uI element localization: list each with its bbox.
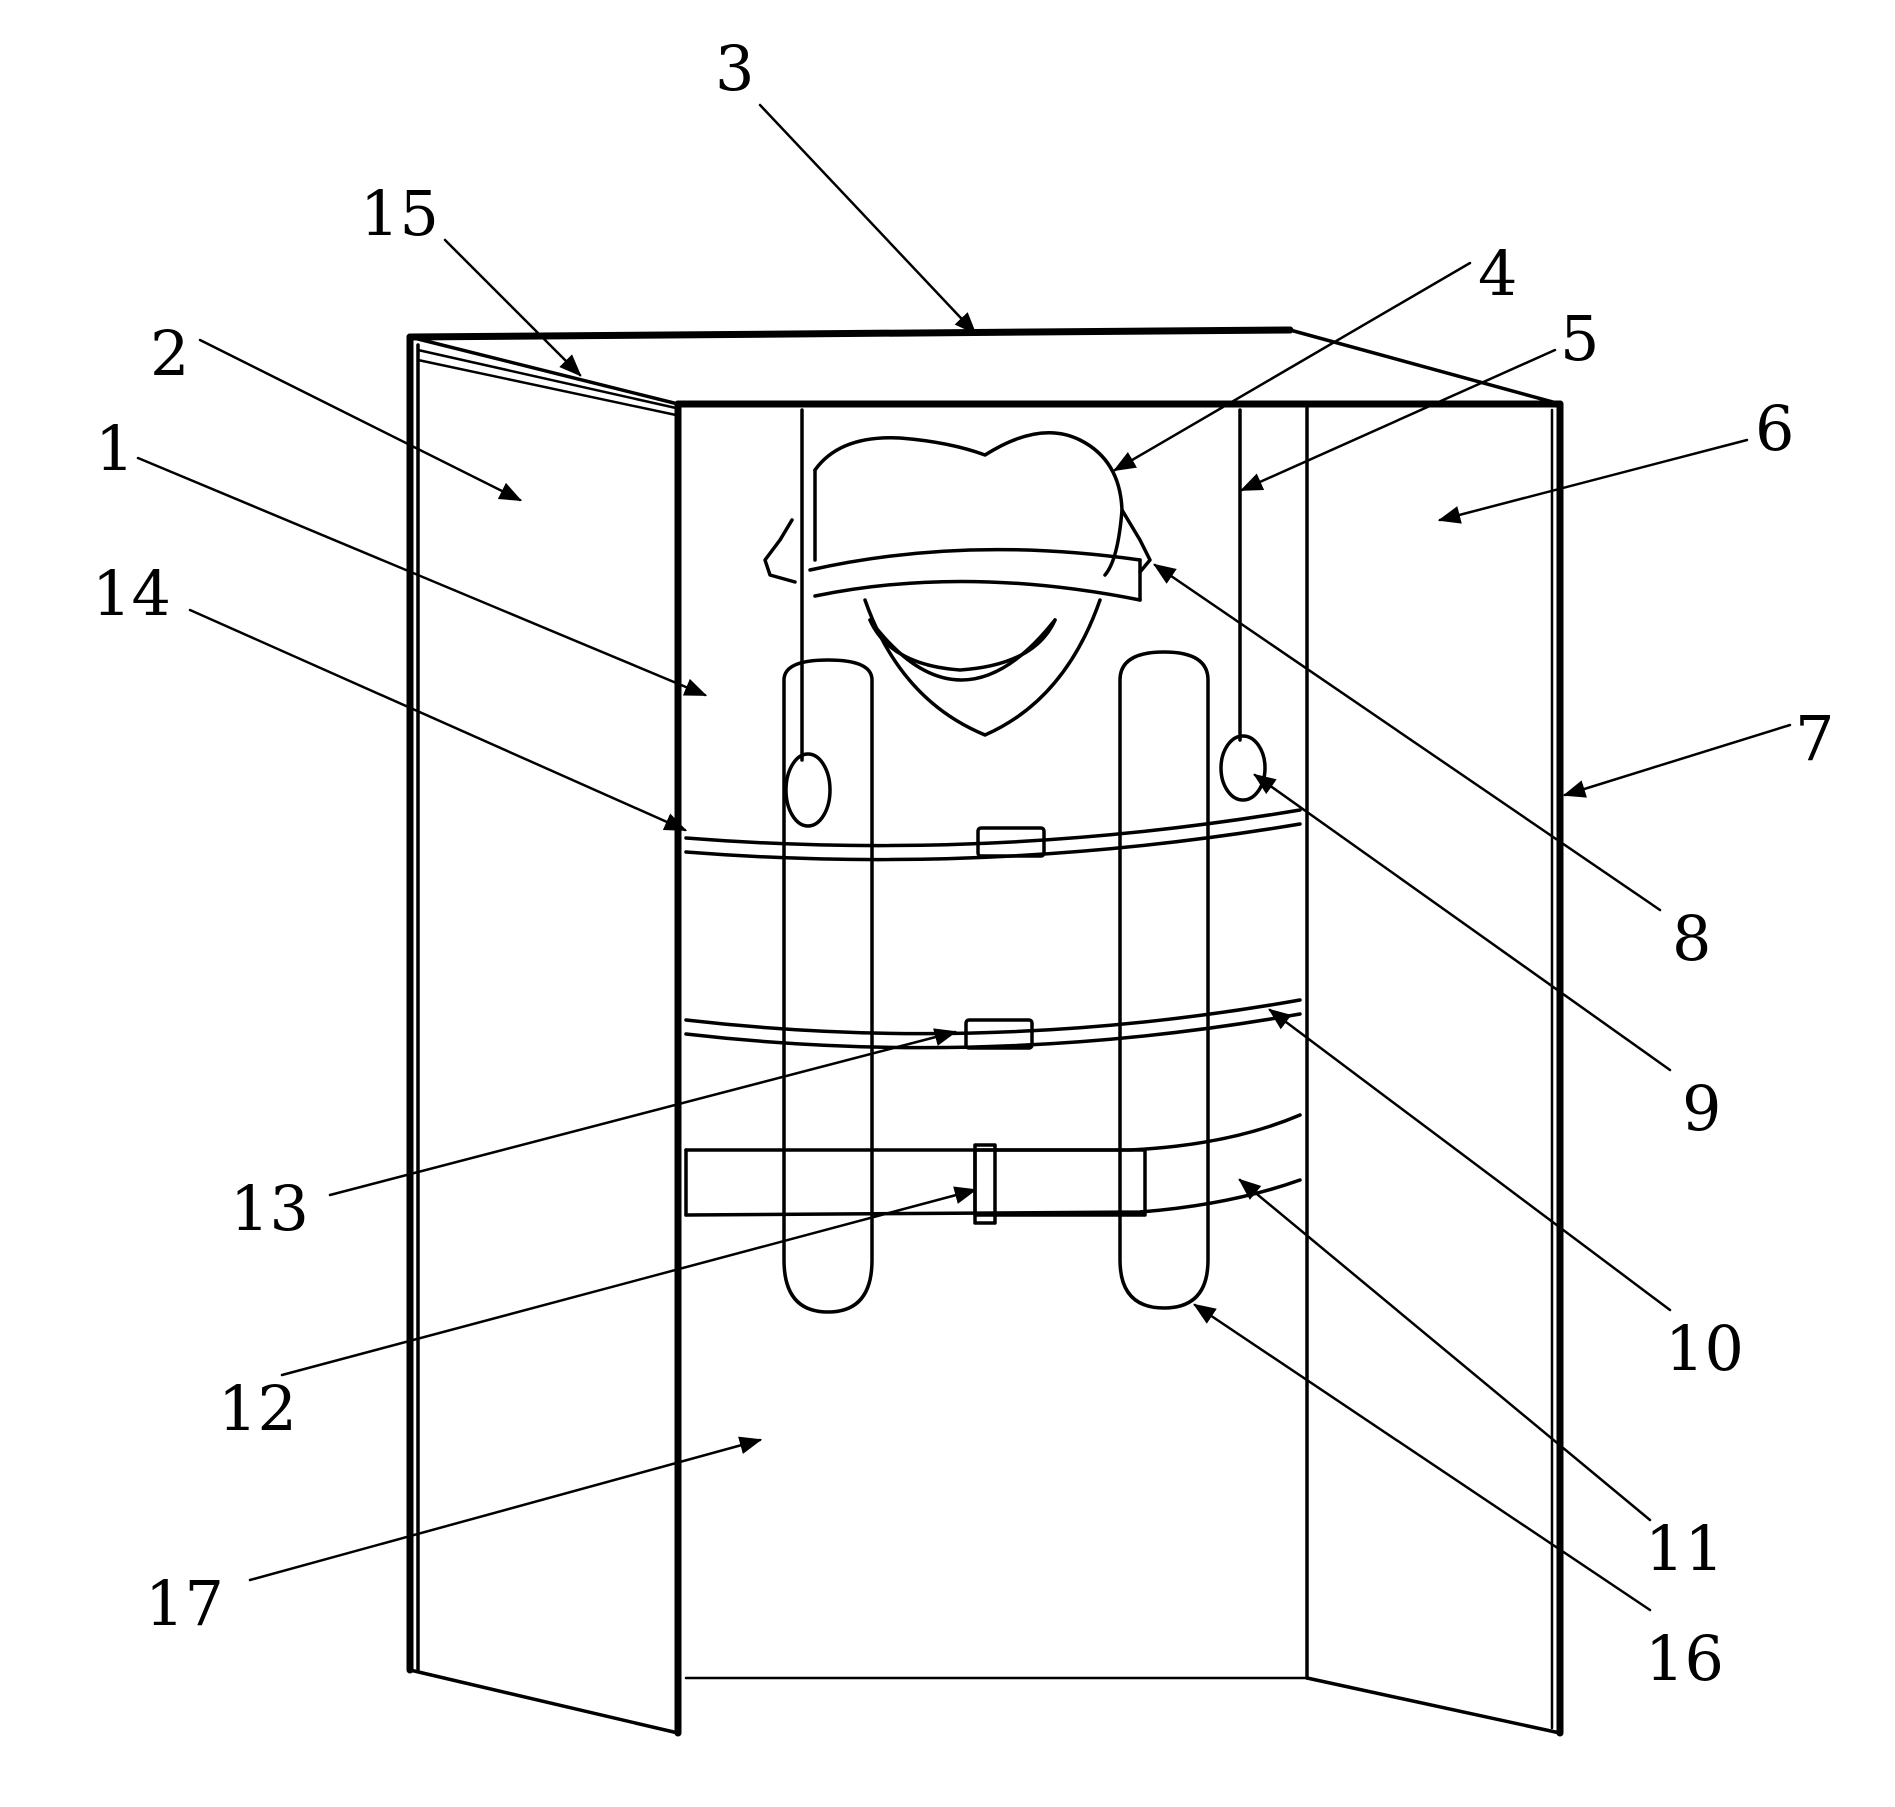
leader-11 (1238, 1178, 1652, 1522)
top-panel (406, 326, 1564, 408)
callout-9: 9 (1682, 1072, 1721, 1145)
shoulder-yoke (808, 547, 1142, 682)
torso-form (763, 430, 1152, 737)
callout-15: 15 (360, 177, 439, 250)
interior (684, 408, 1302, 1314)
leader-12 (280, 1186, 978, 1377)
right-leg-tube (1118, 650, 1210, 1310)
left-leg-tube (782, 658, 874, 1314)
callout-11: 11 (1645, 1512, 1724, 1585)
back-panel (684, 402, 1309, 1680)
callout-6: 6 (1755, 392, 1794, 465)
leader-7 (1562, 723, 1792, 798)
callout-2: 2 (150, 317, 189, 390)
callout-7: 7 (1795, 702, 1834, 775)
leader-16 (1193, 1303, 1652, 1612)
callout-1: 1 (95, 412, 134, 485)
leader-lines (136, 103, 1792, 1612)
callout-13: 13 (230, 1172, 309, 1245)
right-ring (1219, 734, 1267, 802)
leader-4 (1113, 261, 1472, 472)
lower-belt (684, 1113, 1302, 1225)
callout-12: 12 (218, 1372, 297, 1445)
cabinet (406, 326, 1564, 1737)
callout-14: 14 (92, 557, 171, 630)
right-door (1305, 400, 1564, 1737)
middle-strap (684, 998, 1302, 1050)
callout-8: 8 (1672, 902, 1711, 975)
callout-4: 4 (1478, 237, 1517, 310)
leader-14 (188, 608, 688, 832)
callout-5: 5 (1560, 302, 1599, 375)
leader-3 (758, 103, 977, 335)
callout-3: 3 (715, 32, 754, 105)
leader-1 (136, 456, 708, 697)
leader-13 (328, 1028, 958, 1197)
leader-17 (248, 1436, 763, 1582)
left-door (406, 333, 682, 1737)
upper-strap (684, 808, 1302, 862)
leader-8 (1153, 563, 1662, 912)
leader-2 (198, 338, 523, 502)
left-ring (784, 752, 832, 828)
callout-10: 10 (1665, 1312, 1744, 1385)
leader-6 (1437, 438, 1749, 524)
callout-labels: 1 2 3 4 5 6 7 8 9 10 11 12 13 14 15 16 1… (92, 32, 1834, 1695)
leader-5 (1239, 348, 1557, 492)
callout-17: 17 (145, 1567, 224, 1640)
callout-16: 16 (1645, 1622, 1724, 1695)
leader-9 (1253, 773, 1672, 1072)
leader-10 (1268, 1008, 1672, 1312)
leader-15 (443, 238, 582, 377)
